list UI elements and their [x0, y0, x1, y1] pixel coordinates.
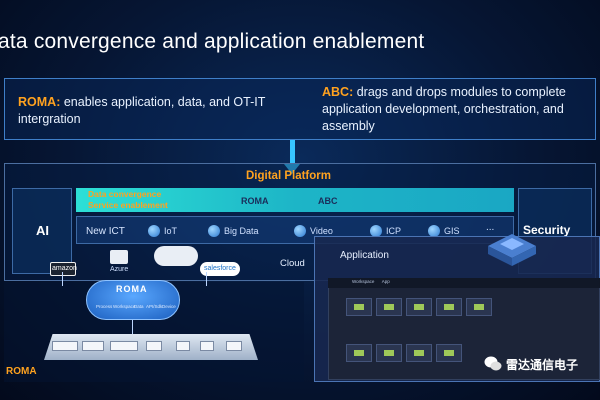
app-window[interactable]	[328, 278, 600, 380]
server-device	[200, 341, 214, 351]
connector-line	[62, 272, 63, 286]
isometric-blocks-icon	[482, 230, 542, 270]
iot-icon	[148, 225, 160, 237]
digital-platform-title: Digital Platform	[246, 170, 331, 182]
server-device	[110, 341, 138, 351]
abc-description: ABC: drags and drops modules to complete…	[322, 84, 594, 135]
tab-workspace[interactable]: Workspace	[352, 279, 375, 284]
app-tile-icon	[384, 304, 394, 310]
ict-item-label: IoT	[164, 226, 178, 236]
cloud-module: Data	[134, 304, 144, 309]
down-arrow-shaft	[290, 140, 295, 168]
ict-item-label: GIS	[444, 226, 460, 236]
app-tabs: Workspace App	[352, 279, 390, 284]
watermark-text: 雷达通信电子	[506, 358, 579, 372]
cloud-module: Process	[96, 304, 113, 309]
ict-more-ellipsis: ...	[486, 222, 495, 233]
icp-icon	[370, 225, 382, 237]
convergence-bar	[76, 188, 514, 212]
tab-app[interactable]: App	[381, 279, 390, 284]
app-tile-icon	[414, 350, 424, 356]
ict-item-big-data: Big Data	[208, 224, 259, 238]
down-arrow-icon	[284, 164, 300, 174]
server-device	[176, 341, 190, 351]
description-panel	[4, 78, 596, 140]
cloud-services-logo	[154, 246, 198, 266]
wechat-icon	[484, 356, 502, 372]
server-device	[226, 341, 242, 351]
ict-item-gis: GIS	[428, 224, 460, 238]
enablement-label: Service enablement	[88, 200, 168, 210]
convergence-label: Data convergence	[88, 189, 162, 199]
amazon-logo	[50, 262, 76, 276]
page-title: ata convergence and application enableme…	[0, 30, 425, 53]
ict-item-label: Big Data	[224, 226, 259, 236]
server-device	[146, 341, 162, 351]
connector-line	[132, 320, 133, 334]
ict-item-label: Video	[310, 226, 333, 236]
roma-keyword: ROMA:	[18, 95, 61, 109]
cloud-module: Device	[162, 304, 176, 309]
amazon-label: amazon	[52, 265, 77, 272]
ict-item-label: ICP	[386, 226, 402, 236]
roma-cloud	[86, 280, 180, 320]
cloud-label: Cloud	[280, 258, 305, 269]
application-title: Application	[340, 250, 389, 261]
ict-item-iot: IoT	[148, 224, 177, 238]
connector-line	[206, 272, 207, 286]
azure-label: Azure	[110, 266, 129, 273]
app-tile-icon	[474, 304, 484, 310]
abc-keyword: ABC:	[322, 85, 354, 99]
gis-icon	[428, 225, 440, 237]
new-ict-label: New ICT	[86, 226, 125, 237]
bar-roma-label: ROMA	[241, 196, 269, 206]
video-icon	[294, 225, 306, 237]
cloud-module: Workspace	[113, 304, 136, 309]
roma-cloud-label: ROMA	[116, 284, 148, 294]
big-data-icon	[208, 225, 220, 237]
azure-logo	[110, 250, 128, 264]
app-tile-icon	[444, 304, 454, 310]
salesforce-logo	[200, 262, 240, 276]
app-tile-icon	[354, 304, 364, 310]
security-pillar-label: Security	[523, 223, 571, 237]
bar-abc-label: ABC	[318, 196, 338, 206]
server-device	[52, 341, 78, 351]
salesforce-label: salesforce	[204, 265, 236, 272]
app-tile-icon	[384, 350, 394, 356]
ai-pillar	[12, 188, 72, 274]
app-tile-icon	[354, 350, 364, 356]
roma-bottom-label: ROMA	[6, 366, 37, 377]
app-tile-icon	[444, 350, 454, 356]
ict-item-video: Video	[294, 224, 333, 238]
server-device	[82, 341, 104, 351]
abc-description-text: drags and drops modules to complete appl…	[322, 85, 566, 133]
ict-item-icp: ICP	[370, 224, 401, 238]
cloud-module: API/Sdk	[146, 304, 163, 309]
partner-logos: amazon Azure salesforce	[14, 244, 304, 304]
app-tile-icon	[414, 304, 424, 310]
roma-description-text: enables application, data, and OT-IT int…	[18, 95, 266, 126]
roma-description: ROMA: enables application, data, and OT-…	[18, 94, 308, 128]
ai-pillar-label: AI	[36, 223, 49, 238]
app-window-titlebar	[328, 278, 600, 288]
